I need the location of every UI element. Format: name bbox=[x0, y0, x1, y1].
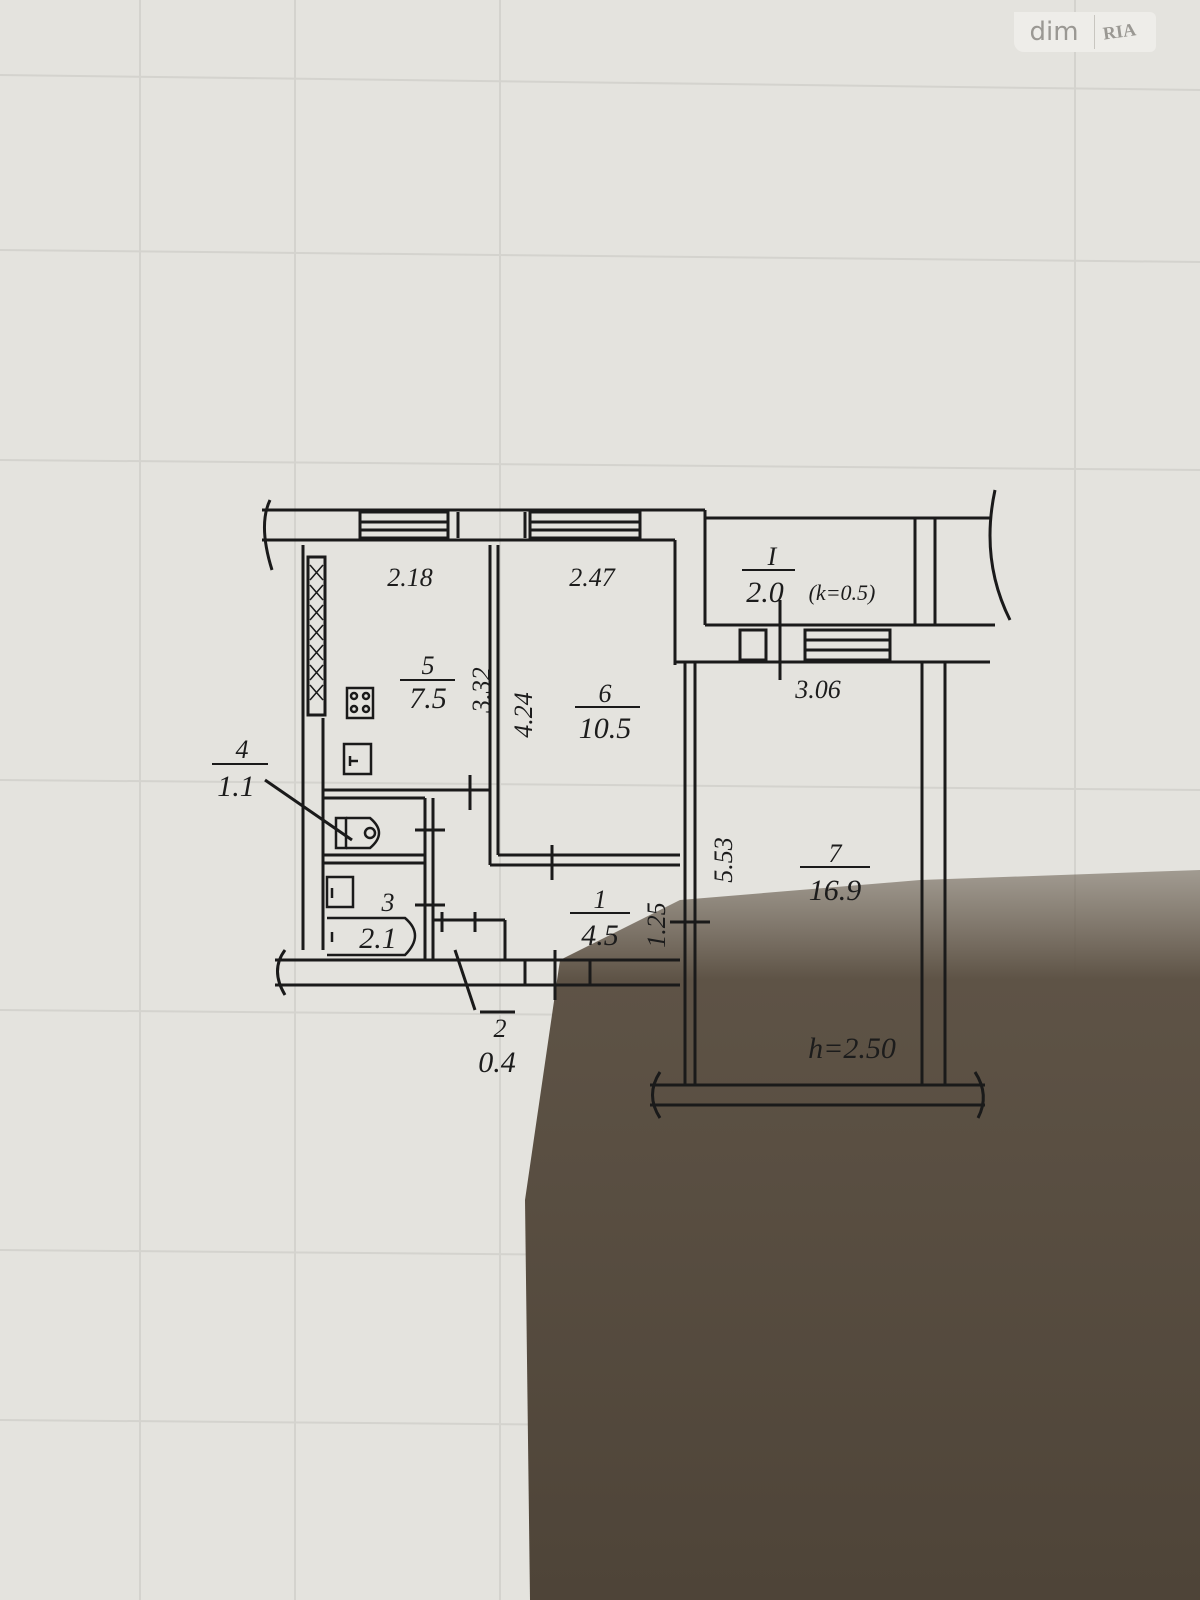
watermark-dim: dim bbox=[1014, 15, 1095, 49]
room-6-area: 10.5 bbox=[579, 712, 632, 745]
watermark-ria: RIA bbox=[1101, 18, 1138, 44]
room-5-number: 5 bbox=[422, 651, 435, 680]
toilet-icon bbox=[334, 816, 381, 850]
washbasin-icon bbox=[325, 875, 355, 909]
dim-3-06: 3.06 bbox=[794, 675, 841, 704]
room-6-number: 6 bbox=[599, 679, 612, 708]
ceiling-height: h=2.50 bbox=[808, 1032, 896, 1065]
room-4-area: 1.1 bbox=[217, 770, 255, 803]
room-2-area: 0.4 bbox=[478, 1046, 516, 1079]
dim-3-32: 3.32 bbox=[467, 667, 496, 714]
sink-icon bbox=[342, 742, 373, 776]
balcony-area: 2.0 bbox=[746, 576, 784, 609]
radiator-hatch-icon bbox=[309, 564, 324, 701]
balcony-number: I bbox=[767, 542, 778, 571]
fixtures bbox=[309, 564, 417, 957]
walls bbox=[262, 489, 1012, 1119]
room-1-number: 1 bbox=[594, 885, 607, 914]
room-7-area: 16.9 bbox=[809, 874, 862, 907]
room-3-number: 3 bbox=[381, 888, 395, 917]
room-2-number: 2 bbox=[494, 1014, 507, 1043]
dim-5-53: 5.53 bbox=[709, 837, 738, 883]
dim-2-18: 2.18 bbox=[387, 563, 433, 592]
balcony-coefficient: (k=0.5) bbox=[809, 580, 876, 605]
stove-icon bbox=[345, 686, 375, 720]
bathtub-icon bbox=[327, 916, 417, 957]
dim-2-47: 2.47 bbox=[569, 563, 616, 592]
labels: 2.18 2.47 3.06 3.32 4.24 5.53 1.25 5 7.5… bbox=[212, 542, 896, 1079]
room-3-area: 2.1 bbox=[359, 922, 397, 955]
room-1-area: 4.5 bbox=[581, 919, 619, 952]
dim-1-25: 1.25 bbox=[642, 902, 671, 948]
photo-shadow bbox=[525, 870, 1200, 1600]
dimria-watermark: dim RIA bbox=[1014, 12, 1156, 52]
dim-4-24: 4.24 bbox=[509, 692, 538, 738]
room-5-area: 7.5 bbox=[409, 682, 447, 715]
room-7-number: 7 bbox=[829, 839, 843, 868]
room-4-number: 4 bbox=[236, 735, 249, 764]
